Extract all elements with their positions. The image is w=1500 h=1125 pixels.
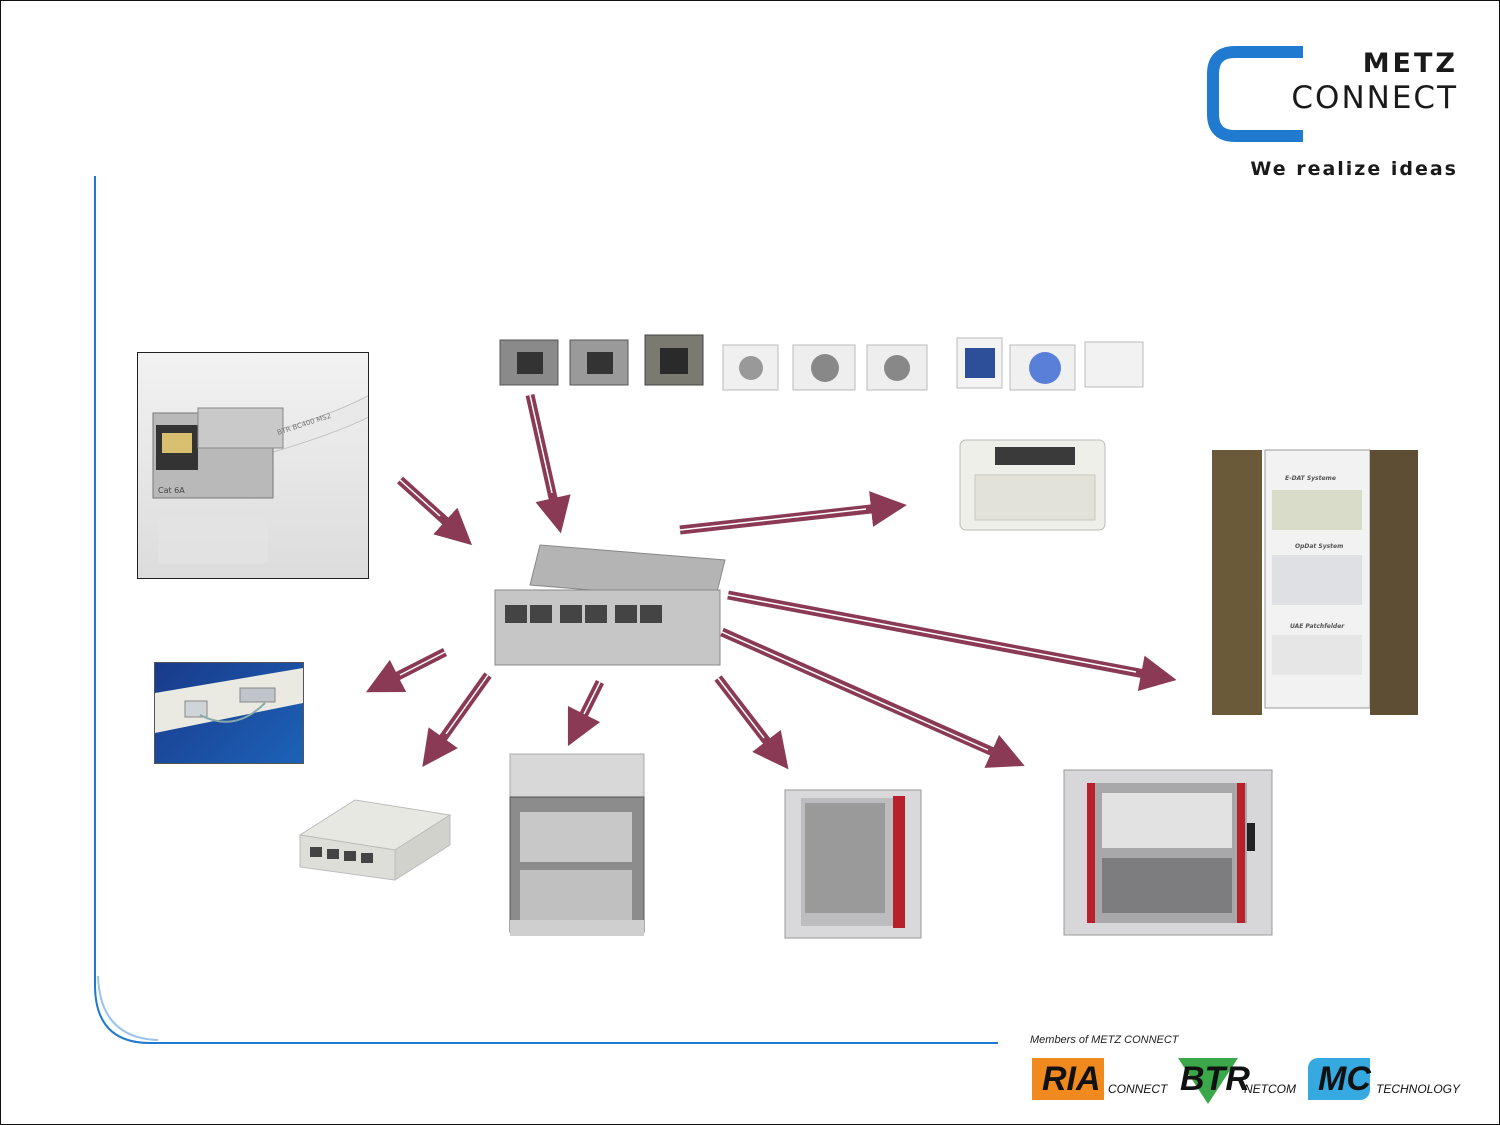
btr-triangle-icon bbox=[1178, 1058, 1238, 1104]
btr-logo-text: BTR bbox=[1180, 1060, 1250, 1098]
cable-duct-photo bbox=[154, 662, 304, 764]
ria-logo-text: RIA bbox=[1042, 1060, 1101, 1098]
wide-rack bbox=[1063, 769, 1273, 936]
module-row bbox=[499, 334, 1144, 391]
ria-logo-sub: CONNECT bbox=[1108, 1082, 1168, 1096]
slogan: We realize ideas bbox=[1250, 158, 1458, 180]
small-rack bbox=[784, 789, 922, 939]
mc-logo-text: MC bbox=[1318, 1060, 1371, 1098]
wall-cabinet bbox=[509, 753, 645, 936]
switch-box bbox=[298, 799, 452, 881]
logo-text-metz: METZ bbox=[1362, 48, 1458, 79]
rack-label-uae: UAE Patchfelder bbox=[1290, 623, 1345, 630]
connector-photo: Cat 6A BTR BC400 MS2 bbox=[137, 352, 369, 579]
mc-logo-sub: TECHNOLOGY bbox=[1376, 1082, 1461, 1096]
members-title: Members of METZ CONNECT bbox=[1030, 1034, 1179, 1046]
connector-label: Cat 6A bbox=[158, 486, 185, 495]
btr-logo-sub: NETCOM bbox=[1244, 1082, 1296, 1096]
rack-label-opdat: OpDat System bbox=[1295, 543, 1343, 550]
metz-logo-mark bbox=[1207, 46, 1303, 142]
distribution-box bbox=[959, 439, 1106, 531]
rack-label-edat: E-DAT Systeme bbox=[1285, 475, 1336, 482]
patch-panel bbox=[494, 544, 726, 666]
logo-text-connect: CONNECT bbox=[1291, 80, 1458, 116]
server-rack: E-DAT Systeme OpDat System UAE Patchfeld… bbox=[1212, 449, 1418, 715]
